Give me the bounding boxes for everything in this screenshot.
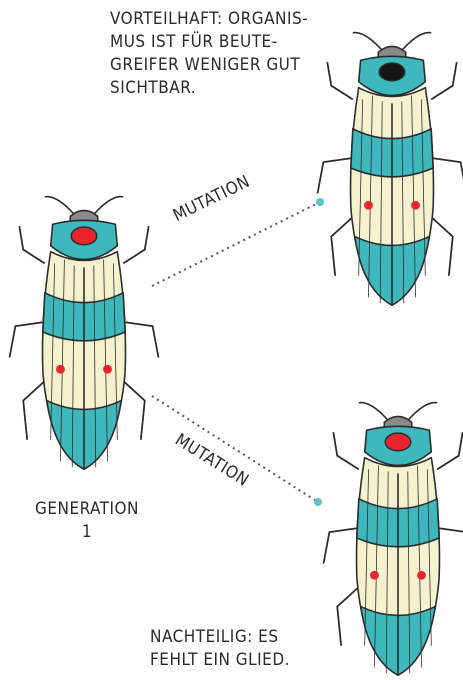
connector-dot-lower	[314, 498, 322, 506]
disadvantageous-note: NACHTEILIG: ES FEHLT EIN GLIED.	[150, 626, 350, 672]
connector-dot-upper	[316, 198, 324, 206]
advantageous-note: VORTEILHAFT: ORGANIS- MUS IST FÜR BEUTE-…	[110, 8, 360, 100]
generation-1-beetle	[10, 197, 159, 470]
generation-label: GENERATION 1	[22, 498, 152, 544]
